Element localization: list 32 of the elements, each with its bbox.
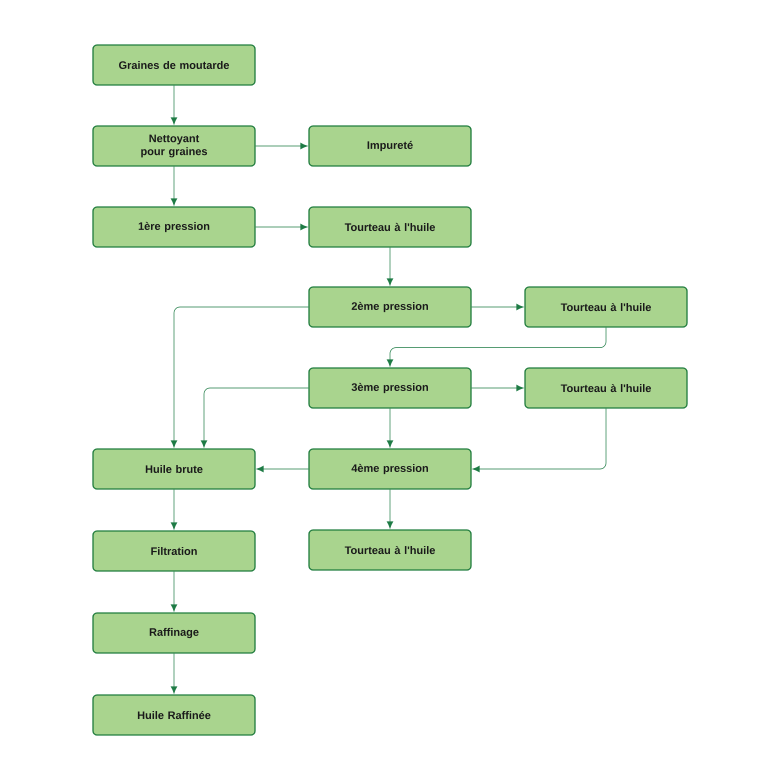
arrow [386, 327, 606, 366]
arrow [386, 247, 394, 286]
process-box: 1ère pression [92, 206, 256, 248]
process-box: 4ème pression [308, 448, 472, 490]
process-box: Tourteau à l'huile [308, 529, 472, 571]
arrow [170, 85, 178, 124]
arrow [386, 489, 394, 528]
process-box: Graines de moutarde [92, 44, 256, 86]
arrow [471, 304, 524, 310]
process-box: Huile brute [92, 448, 256, 490]
arrow [170, 306, 309, 448]
process-box: Impureté [308, 125, 472, 167]
process-box: 2ème pression [308, 286, 472, 328]
arrow [472, 408, 606, 472]
process-box: Tourteau à l'huile [524, 286, 688, 328]
process-box: Tourteau à l'huile [308, 206, 472, 248]
arrow [386, 408, 394, 448]
arrow [170, 489, 178, 530]
arrow [200, 388, 309, 448]
arrow [255, 224, 308, 230]
process-box: 3ème pression [308, 367, 472, 409]
arrow [256, 466, 309, 472]
process-box: Huile Raffinée [92, 694, 256, 736]
arrow [170, 166, 178, 206]
arrow [471, 384, 524, 392]
arrow [170, 653, 178, 694]
process-box: Tourteau à l'huile [524, 367, 688, 409]
process-box: Nettoyant pour graines [92, 125, 256, 167]
process-box: Raffinage [92, 612, 256, 654]
process-box: Filtration [92, 530, 256, 572]
arrow [170, 571, 178, 612]
arrow [255, 142, 308, 150]
